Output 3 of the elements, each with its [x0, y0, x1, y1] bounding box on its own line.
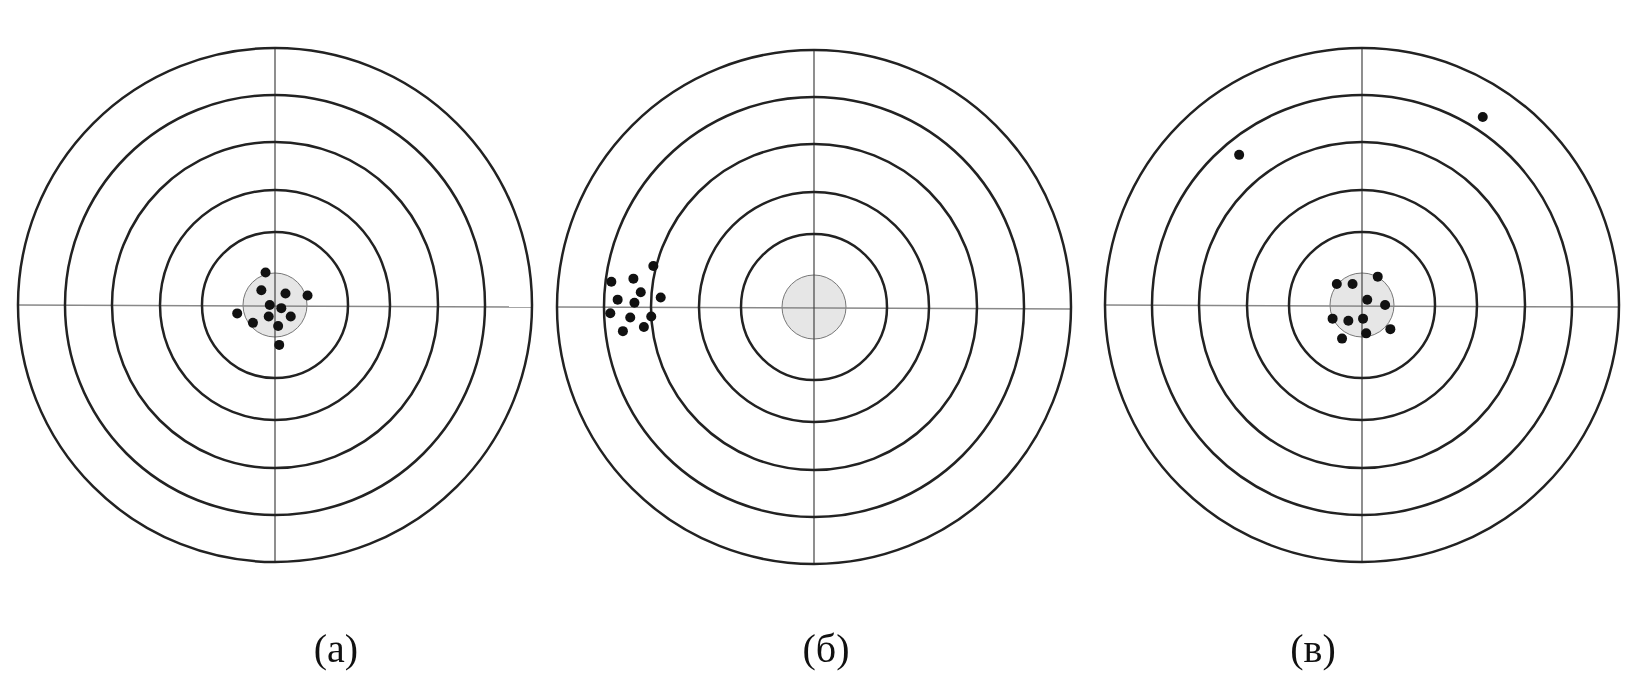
panel-label: (в): [1290, 625, 1336, 672]
panel-label: (а): [313, 625, 359, 672]
panel-label: (б): [802, 625, 850, 672]
